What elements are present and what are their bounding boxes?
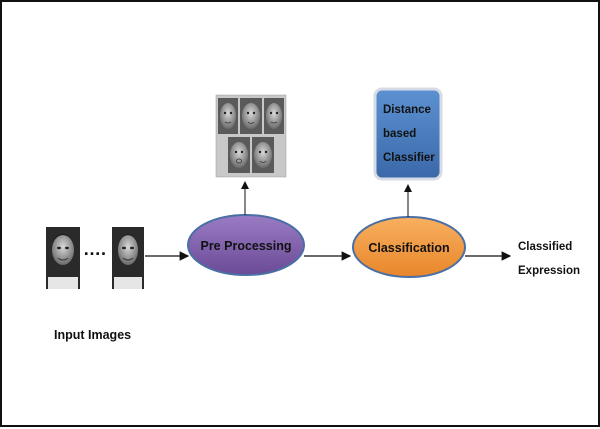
input-image-2 <box>112 227 144 289</box>
classifier-line-3: Classifier <box>383 152 435 164</box>
classifier-line-2: based <box>383 128 416 140</box>
classifier-box <box>373 87 443 181</box>
classification-label: Classification <box>368 241 449 255</box>
ellipsis-dots: …. <box>83 239 106 259</box>
preprocessing-node <box>187 214 305 276</box>
classifier-line-1: Distance <box>383 104 431 116</box>
preprocessing-label: Pre Processing <box>200 239 291 253</box>
classification-node <box>352 216 466 278</box>
preprocessed-faces-collage <box>215 94 287 178</box>
input-image-1 <box>46 227 80 289</box>
input-images-label: Input Images <box>54 328 131 342</box>
output-line-2: Expression <box>518 265 580 277</box>
output-line-1: Classified <box>518 241 572 253</box>
